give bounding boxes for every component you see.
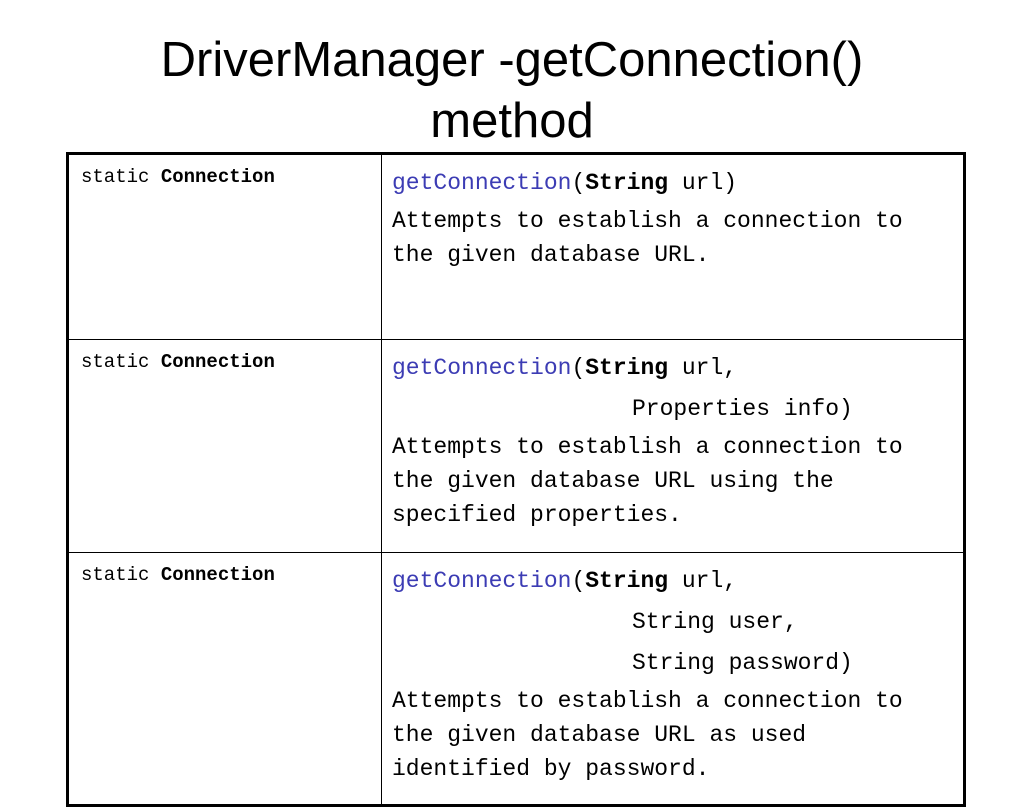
param-rest: url, (668, 355, 738, 381)
method-signature: getConnection(String url) (392, 163, 953, 204)
open-paren: ( (571, 568, 586, 594)
slide-title-line-2: method (430, 94, 594, 148)
param-rest: url, (668, 568, 738, 594)
modifier-cell: static Connection (67, 153, 382, 340)
return-type: Connection (160, 351, 275, 373)
param-line: String password) (632, 650, 853, 676)
method-detail-cell: getConnection(String url, Properties inf… (381, 339, 965, 553)
modifier-keyword: static (81, 564, 161, 586)
modifier-cell: static Connection (67, 552, 382, 806)
slide-title: DriverManager -getConnection() method (0, 30, 1024, 152)
method-name-link[interactable]: getConnection (392, 170, 572, 196)
method-signature: getConnection(String url, (392, 348, 953, 389)
method-name-link[interactable]: getConnection (392, 568, 572, 594)
modifier-keyword: static (81, 351, 161, 373)
param-type: String (585, 568, 669, 594)
method-signature: getConnection(String url, (392, 561, 953, 602)
modifier-cell: static Connection (67, 339, 382, 553)
return-type: Connection (160, 166, 275, 188)
table-row: static Connection getConnection(String u… (67, 552, 965, 806)
table-row: static Connection getConnection(String u… (67, 153, 965, 340)
param-rest: url) (668, 170, 738, 196)
method-detail-cell: getConnection(String url) Attempts to es… (381, 153, 965, 340)
param-type: String (585, 355, 669, 381)
param-line: Properties info) (632, 396, 853, 422)
method-description: Attempts to establish a connection to th… (392, 208, 903, 268)
param-line: String user, (632, 609, 798, 635)
method-description: Attempts to establish a connection to th… (392, 434, 903, 528)
open-paren: ( (571, 355, 586, 381)
method-description: Attempts to establish a connection to th… (392, 688, 903, 782)
method-name-link[interactable]: getConnection (392, 355, 572, 381)
open-paren: ( (571, 170, 586, 196)
modifier-keyword: static (81, 166, 161, 188)
param-type: String (585, 170, 669, 196)
method-summary-table: static Connection getConnection(String u… (66, 152, 966, 807)
method-detail-cell: getConnection(String url, String user, S… (381, 552, 965, 806)
return-type: Connection (160, 564, 275, 586)
slide-title-line-1: DriverManager -getConnection() (160, 33, 864, 87)
table-row: static Connection getConnection(String u… (67, 339, 965, 553)
